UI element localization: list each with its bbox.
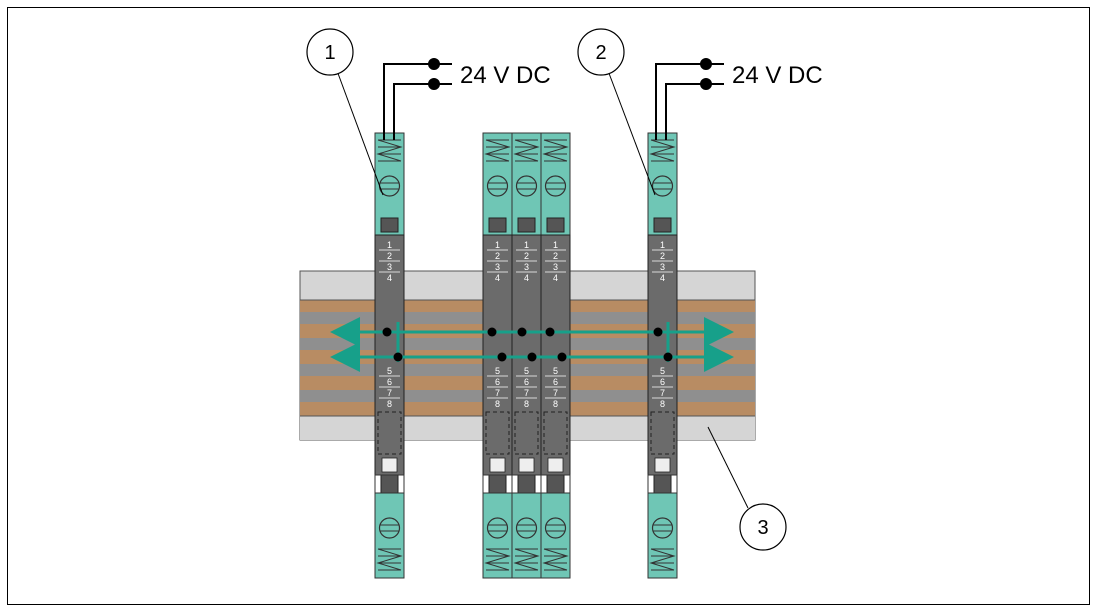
supply-wires-right: [655, 58, 724, 140]
terminal-number: 5: [495, 366, 500, 376]
module-latch: [485, 411, 510, 455]
terminal-number: 7: [524, 388, 529, 398]
terminal-number: 4: [495, 273, 500, 283]
terminal-number: 3: [495, 262, 500, 272]
module-latch: [543, 411, 568, 455]
screw-terminal-icon: [486, 175, 509, 197]
voltage-label-right: 24 V DC: [732, 62, 823, 89]
callout-1: 1: [306, 28, 384, 196]
module-latch: [514, 411, 539, 455]
terminal-number: 7: [553, 388, 558, 398]
callout-3: 3: [707, 426, 787, 551]
brand-logo-icon: [518, 457, 535, 473]
terminal-number: 5: [553, 366, 558, 376]
terminal-number: 6: [524, 377, 529, 387]
screw-terminal-icon: [486, 517, 509, 539]
brand-logo-icon: [654, 457, 671, 473]
screw-terminal-icon: [378, 517, 401, 539]
bus-contact-dot: [487, 327, 497, 337]
callout-number: 3: [757, 517, 768, 539]
terminal-number: 7: [660, 388, 665, 398]
terminal-number: 2: [387, 251, 392, 261]
screw-terminal-icon: [544, 175, 567, 197]
terminal-number: 8: [495, 399, 500, 409]
terminal-number: 4: [387, 273, 392, 283]
module-latch: [377, 411, 402, 455]
bus-connection-dots: [382, 327, 673, 362]
terminal-number: 6: [660, 377, 665, 387]
terminal-number: 3: [660, 262, 665, 272]
terminal-number: 6: [553, 377, 558, 387]
screw-terminal-icon: [651, 517, 674, 539]
terminal-number: 7: [495, 388, 500, 398]
bus-contact-dot: [497, 352, 507, 362]
terminal-number: 1: [524, 240, 529, 250]
terminal-number: 7: [387, 388, 392, 398]
supply-wires-left: [383, 58, 452, 140]
module-body: [647, 234, 678, 476]
terminal-number: 1: [553, 240, 558, 250]
terminal-number: 1: [387, 240, 392, 250]
terminal-number: 8: [660, 399, 665, 409]
module-latch: [650, 411, 675, 455]
bus-contact-dot: [653, 327, 663, 337]
brand-logo-icon: [547, 457, 564, 473]
bus-contact-dot: [382, 327, 392, 337]
terminal-number: 8: [553, 399, 558, 409]
terminal-number: 2: [660, 251, 665, 261]
terminal-number: 4: [660, 273, 665, 283]
callout-number: 2: [595, 42, 606, 64]
terminal-number: 3: [553, 262, 558, 272]
bus-contact-dot: [527, 352, 537, 362]
screw-terminal-icon: [544, 517, 567, 539]
terminal-number: 4: [524, 273, 529, 283]
terminal-number: 5: [387, 366, 392, 376]
power-bus: [330, 317, 734, 372]
bus-contact-dot: [663, 352, 673, 362]
bus-contact-dot: [557, 352, 567, 362]
terminal-number: 5: [524, 366, 529, 376]
bus-contact-dot: [393, 352, 403, 362]
brand-logo-icon: [489, 457, 506, 473]
callout-2: 2: [577, 28, 656, 196]
terminal-number: 2: [553, 251, 558, 261]
module-body: [511, 234, 542, 476]
brand-logo-icon: [381, 457, 398, 473]
terminal-number: 2: [524, 251, 529, 261]
bus-contact-dot: [517, 327, 527, 337]
terminal-number: 8: [387, 399, 392, 409]
screw-terminal-icon: [515, 175, 538, 197]
screw-terminal-icon: [651, 175, 674, 197]
terminal-number: 3: [387, 262, 392, 272]
terminal-number: 6: [387, 377, 392, 387]
bus-contact-dot: [545, 327, 555, 337]
terminal-number: 8: [524, 399, 529, 409]
terminal-number: 3: [524, 262, 529, 272]
terminal-number: 4: [553, 273, 558, 283]
terminal-number: 6: [495, 377, 500, 387]
terminal-number: 2: [495, 251, 500, 261]
terminal-number: 1: [495, 240, 500, 250]
voltage-label-left: 24 V DC: [460, 62, 551, 89]
callout-number: 1: [324, 42, 335, 64]
terminal-number: 1: [660, 240, 665, 250]
screw-terminal-icon: [515, 517, 538, 539]
terminal-number: 5: [660, 366, 665, 376]
